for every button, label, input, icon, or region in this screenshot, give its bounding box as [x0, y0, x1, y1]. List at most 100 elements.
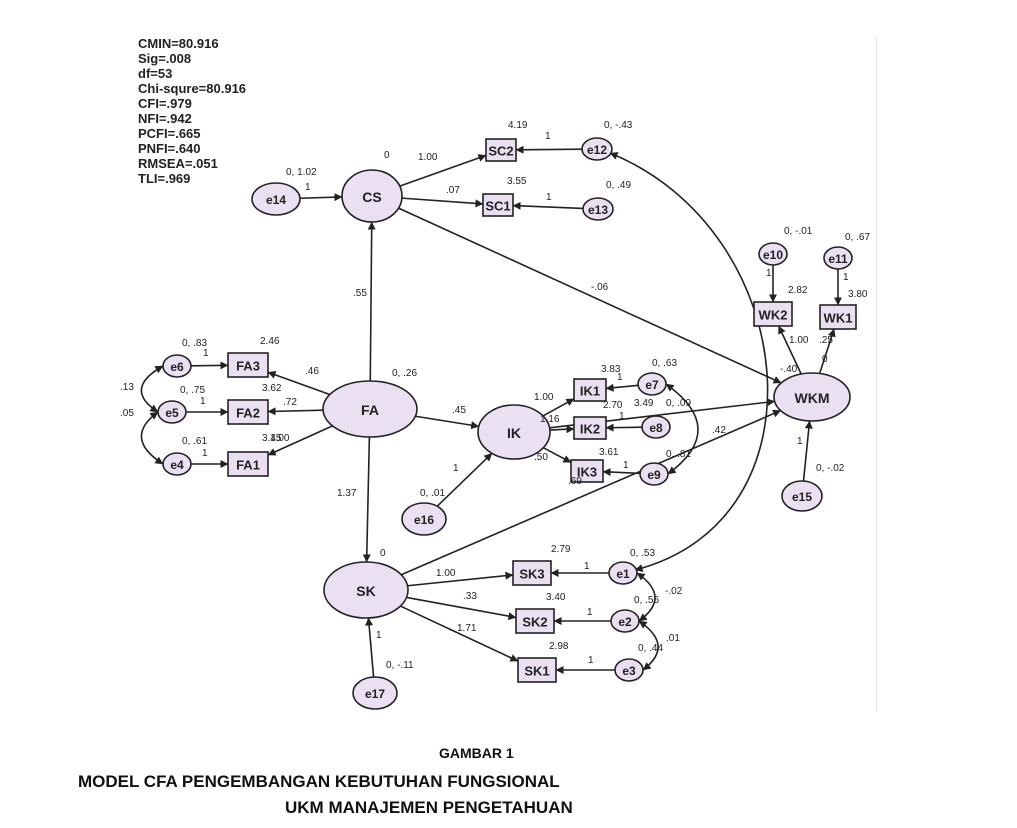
path-e8-ik2 [605, 423, 643, 432]
path-label: 1 [843, 272, 849, 283]
node-e6: e6 [162, 354, 192, 378]
node-e5: e5 [157, 400, 187, 424]
figure-title-line-2: UKM MANAJEMEN PENGETAHUAN [285, 798, 573, 817]
node-e3: e3 [614, 658, 644, 682]
parameter-label: 0, .26 [392, 368, 417, 379]
covariance-label: .01 [666, 633, 680, 644]
parameter-label: 2.70 [603, 400, 623, 411]
path-ik-ik2 [549, 425, 575, 434]
node-sk3: SK3 [512, 560, 552, 586]
path-e13-sc1 [512, 201, 584, 210]
parameter-label: 0, -.43 [604, 120, 633, 131]
node-label: e11 [828, 252, 848, 266]
parameter-label: 0, .44 [638, 643, 663, 654]
covariance-e5-e4 [140, 411, 164, 465]
path-e14-cs [299, 193, 343, 202]
parameter-label: 0, -.02 [816, 463, 845, 474]
fit-index: Sig=.008 [138, 51, 191, 66]
parameter-label: 3.61 [599, 447, 619, 458]
path-label: 1 [376, 630, 382, 641]
path-label: 1 [202, 448, 208, 459]
node-label: SK [356, 583, 375, 599]
path-label: .33 [463, 591, 477, 602]
covariances: .13.05-.02.01 [120, 152, 769, 671]
node-e10: e10 [758, 242, 788, 266]
node-e2: e2 [610, 609, 640, 633]
path-label: 1 [588, 655, 594, 666]
node-e7: e7 [637, 372, 667, 396]
node-label: FA [361, 402, 379, 418]
covariance-e1-e2 [636, 572, 656, 622]
node-label: e13 [588, 203, 608, 217]
fit-index: CMIN=80.916 [138, 36, 219, 51]
node-ik3: IK3 [570, 459, 604, 483]
node-label: IK [507, 425, 521, 441]
path-label: .72 [283, 397, 297, 408]
node-e12: e12 [581, 137, 613, 161]
parameter-label: 4.19 [508, 120, 528, 131]
parameter-label: 0, -.01 [784, 226, 813, 237]
node-fa3: FA3 [227, 352, 269, 378]
fit-index: NFI=.942 [138, 111, 192, 126]
path-wkm-wk1 [818, 328, 836, 374]
path-e7-ik1 [605, 383, 639, 392]
path-label: .07 [446, 185, 460, 196]
path-sk-sk2 [406, 596, 517, 621]
node-fa1: FA1 [227, 451, 269, 477]
node-sk1: SK1 [517, 657, 557, 683]
path-label: 1 [545, 131, 551, 142]
path-label: 1 [453, 463, 459, 474]
node-cs: CS [341, 169, 403, 223]
node-e1: e1 [608, 561, 638, 585]
parameter-label: .69 [568, 476, 582, 487]
path-fa-ik [415, 415, 480, 430]
covariance-e12-e1 [609, 152, 769, 572]
path-label: 1 [546, 192, 552, 203]
parameter-label: 3.45 [262, 433, 282, 444]
fit-index: RMSEA=.051 [138, 156, 218, 171]
path-e12-sc2 [515, 145, 583, 154]
node-wk2: WK2 [753, 301, 793, 327]
covariance-label: .05 [120, 408, 134, 419]
parameter-label: 0, .83 [182, 338, 207, 349]
path-ik-ik3 [542, 446, 572, 464]
node-label: FA1 [236, 458, 260, 473]
node-e15: e15 [781, 480, 823, 512]
path-fa-cs [367, 221, 376, 382]
parameter-label: 3.62 [262, 383, 282, 394]
covariance-label: -.02 [665, 586, 683, 597]
path-label: .45 [452, 405, 466, 416]
parameter-label: -.40 [780, 364, 798, 375]
path-cs-sc2 [399, 154, 487, 187]
node-label: e7 [645, 378, 659, 392]
parameter-label: 0 [384, 150, 390, 161]
node-label: SK1 [524, 664, 549, 679]
fit-index: df=53 [138, 66, 172, 81]
parameter-label: 0, .09 [666, 398, 691, 409]
path-label: 1.00 [418, 152, 438, 163]
node-e13: e13 [582, 197, 614, 221]
node-label: e6 [170, 360, 184, 374]
path-label: 1 [617, 372, 623, 383]
fit-index: CFI=.979 [138, 96, 192, 111]
path-e16-ik [436, 452, 493, 507]
variables: CSFAIKSKWKMSC2SC1FA3FA2FA1IK1IK2IK3SK3SK… [157, 137, 857, 710]
path-label: 1.00 [436, 568, 456, 579]
node-e8: e8 [641, 415, 671, 439]
parameter-label: 2.82 [788, 285, 808, 296]
path-sk-sk1 [400, 605, 519, 662]
node-wk1: WK1 [819, 304, 857, 330]
figure-title-line-1: MODEL CFA PENGEMBANGAN KEBUTUHAN FUNGSIO… [78, 772, 560, 791]
fit-index: PNFI=.640 [138, 141, 201, 156]
path-label: .46 [305, 366, 319, 377]
path-fa-fa1 [267, 425, 333, 456]
parameter-label: 2.79 [551, 544, 571, 555]
parameter-label: 3.55 [507, 176, 527, 187]
path-label: 1.37 [337, 488, 357, 499]
parameter-label: 0 [822, 354, 828, 365]
parameter-label: 3.40 [546, 592, 566, 603]
path-label: 1.71 [457, 623, 477, 634]
path-label: 1.16 [540, 414, 560, 425]
